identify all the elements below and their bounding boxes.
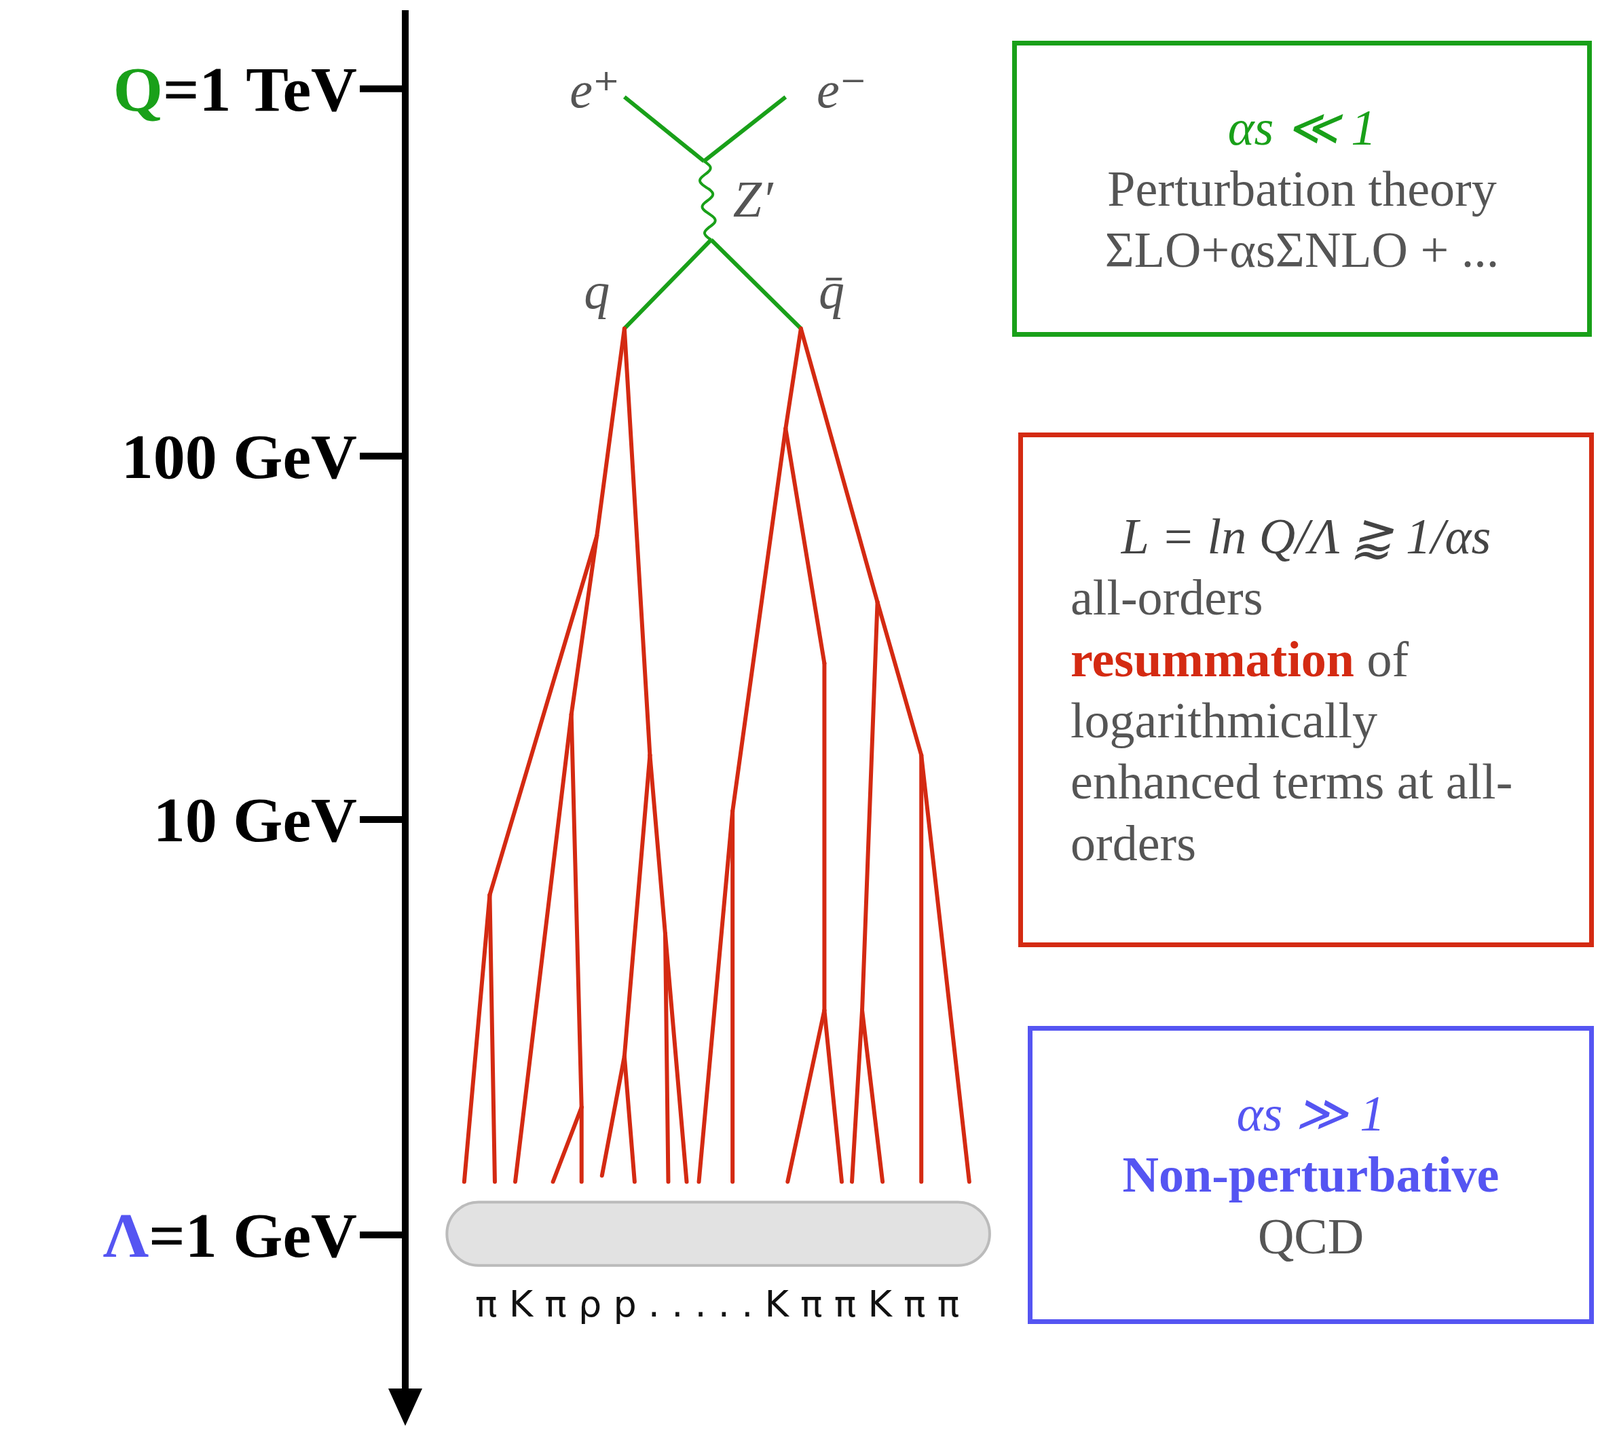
fermion-line bbox=[624, 239, 712, 329]
axis-tick bbox=[359, 85, 406, 93]
fermion-line bbox=[711, 239, 802, 329]
axis-tick bbox=[359, 1231, 406, 1239]
box-text: ΣLO+αsΣNLO + ... bbox=[1037, 219, 1567, 281]
annotation-box: αs ≪ 1Perturbation theoryΣLO+αsΣNLO + ..… bbox=[1012, 40, 1592, 337]
shower-branch bbox=[921, 754, 970, 1182]
shower-branch bbox=[649, 754, 666, 934]
scale-label: =1 GeV bbox=[148, 1202, 358, 1267]
particle-label: e⁺ bbox=[569, 63, 620, 116]
shower-branch bbox=[785, 328, 802, 429]
scale-label: 10 GeV bbox=[153, 787, 358, 852]
shower-branch bbox=[489, 535, 597, 895]
shower-branch bbox=[801, 328, 878, 603]
box-text: Non-perturbative bbox=[1052, 1143, 1569, 1205]
shower-branch bbox=[624, 754, 651, 1056]
shower-branch bbox=[862, 1010, 883, 1182]
shower-branch bbox=[822, 663, 827, 1011]
parton-shower bbox=[464, 328, 970, 1182]
box-text: αs ≪ 1 bbox=[1037, 97, 1567, 159]
hadronization-blob bbox=[446, 1202, 990, 1266]
shower-branch bbox=[602, 1056, 625, 1176]
shower-branch bbox=[596, 328, 625, 536]
hadron-list: π K π ρ p . . . . . K π π K π π bbox=[475, 1285, 960, 1323]
shower-branch bbox=[851, 1010, 863, 1182]
box-text: resummation bbox=[1070, 631, 1355, 687]
shower-branch bbox=[732, 428, 786, 812]
energy-axis bbox=[401, 10, 409, 1399]
shower-branch bbox=[787, 1010, 825, 1182]
box-text: Perturbation theory bbox=[1037, 158, 1567, 220]
annotation-box: αs ≫ 1Non-perturbativeQCD bbox=[1027, 1025, 1594, 1324]
scale-label: Λ bbox=[103, 1202, 149, 1267]
scale-label: 100 GeV bbox=[121, 424, 358, 489]
shower-branch bbox=[785, 428, 825, 664]
shower-branch bbox=[862, 602, 878, 1011]
shower-branch bbox=[464, 894, 491, 1182]
shower-branch bbox=[624, 328, 651, 755]
shower-branch bbox=[489, 894, 495, 1182]
shower-branch bbox=[624, 1056, 635, 1182]
shower-branch bbox=[824, 1010, 842, 1182]
scale-label: =1 TeV bbox=[162, 57, 358, 121]
scale-label: Q bbox=[113, 57, 163, 121]
boson-line bbox=[699, 160, 716, 240]
shower-branch bbox=[730, 811, 735, 1182]
annotation-box: L = ln Q/Λ ⪆ 1/αsall-orders resummation … bbox=[1018, 432, 1594, 947]
shower-branch bbox=[877, 602, 922, 755]
shower-branch bbox=[553, 1107, 582, 1182]
box-text: L = ln Q/Λ ⪆ 1/αs bbox=[1070, 505, 1542, 567]
axis-tick bbox=[359, 815, 406, 823]
shower-branch bbox=[571, 535, 598, 715]
fermion-line bbox=[624, 97, 704, 162]
space bbox=[1354, 631, 1368, 687]
shower-branch bbox=[571, 714, 582, 1108]
particle-label: Z′ bbox=[733, 173, 774, 225]
particle-label: q bbox=[583, 264, 610, 317]
particle-label: e⁻ bbox=[816, 63, 867, 116]
shower-branch bbox=[919, 754, 924, 1182]
particle-label: q̄ bbox=[818, 264, 845, 317]
axis-tick bbox=[359, 452, 406, 460]
axis-arrowhead bbox=[388, 1388, 423, 1426]
fermion-line bbox=[703, 97, 786, 162]
box-text: QCD bbox=[1052, 1205, 1569, 1267]
shower-branch bbox=[515, 714, 572, 1182]
shower-branch bbox=[579, 1107, 584, 1182]
shower-branch bbox=[665, 933, 687, 1182]
box-text: αs ≫ 1 bbox=[1052, 1082, 1569, 1144]
shower-branch bbox=[699, 811, 734, 1182]
box-text: all-orders bbox=[1070, 569, 1264, 626]
